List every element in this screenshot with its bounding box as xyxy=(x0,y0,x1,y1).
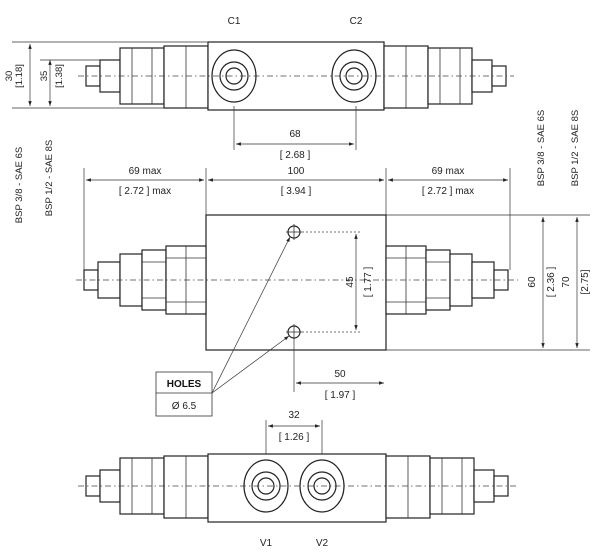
label-v1: V1 xyxy=(260,538,273,549)
dim-60-in: [ 2.36 ] xyxy=(546,266,557,297)
top-view: C1 C2 30 [1.18] 35 [1.38] 68 [ 2.68 ] xyxy=(4,16,514,161)
left-port-spec-1: BSP 3/8 - SAE 6S xyxy=(14,147,25,223)
dim-100-in: [ 3.94 ] xyxy=(281,186,312,197)
front-main-body xyxy=(205,214,387,351)
front-view: 45 [ 1.77 ] 50 [ 1.97 ] 60 [ 2.36 ] 70 [… xyxy=(76,214,591,417)
dim-45-in: [ 1.77 ] xyxy=(363,266,374,297)
length-dims: 69 max [ 2.72 ] max 100 [ 3.94 ] 69 max … xyxy=(83,166,511,270)
port-c2-icon xyxy=(331,49,377,103)
left-port-spec-2: BSP 1/2 - SAE 8S xyxy=(44,140,55,216)
top-right-cartridge xyxy=(427,47,473,105)
label-v2: V2 xyxy=(316,538,329,549)
dim-70-in: [2.75] xyxy=(580,269,591,294)
port-c1-icon xyxy=(211,49,257,103)
holes-callout-box xyxy=(155,371,213,417)
leader-bottom xyxy=(211,335,290,394)
dim-68-in: [ 2.68 ] xyxy=(280,150,311,161)
holes-diameter: Ø 6.5 xyxy=(172,401,197,412)
port-v1-icon xyxy=(243,459,289,513)
mounting-hole-bottom-icon xyxy=(286,324,302,340)
dim-32-in: [ 1.26 ] xyxy=(279,432,310,443)
dim-70: 70 xyxy=(561,276,572,288)
dim-30: 30 xyxy=(4,71,15,82)
port-v2-icon xyxy=(299,459,345,513)
top-left-cartridge xyxy=(119,47,165,105)
label-c2: C2 xyxy=(350,16,363,27)
dim-45: 45 xyxy=(345,276,356,288)
label-c1: C1 xyxy=(228,16,241,27)
dim-right-max: 69 max xyxy=(432,166,465,177)
right-port-spec-2: BSP 1/2 - SAE 8S xyxy=(570,110,581,186)
dim-right-max-in: [ 2.72 ] max xyxy=(422,186,474,197)
dim-100: 100 xyxy=(288,166,305,177)
dim-50-in: [ 1.97 ] xyxy=(325,390,356,401)
bottom-main-body xyxy=(207,453,387,523)
dim-left-max: 69 max xyxy=(129,166,162,177)
leader-top xyxy=(211,236,291,394)
mounting-hole-top-icon xyxy=(286,224,302,240)
dim-32: 32 xyxy=(288,410,300,421)
dim-68: 68 xyxy=(289,129,301,140)
dim-30-in: [1.18] xyxy=(14,64,25,88)
dim-35: 35 xyxy=(39,71,50,82)
dim-35-in: [1.38] xyxy=(54,64,65,88)
holes-label: HOLES xyxy=(167,379,202,390)
dim-60: 60 xyxy=(527,276,538,288)
dim-left-max-in: [ 2.72 ] max xyxy=(119,186,171,197)
bottom-view: 32 [ 1.26 ] V1 V2 xyxy=(78,410,516,549)
right-port-spec-1: BSP 3/8 - SAE 6S xyxy=(536,110,547,186)
dim-50: 50 xyxy=(334,369,346,380)
